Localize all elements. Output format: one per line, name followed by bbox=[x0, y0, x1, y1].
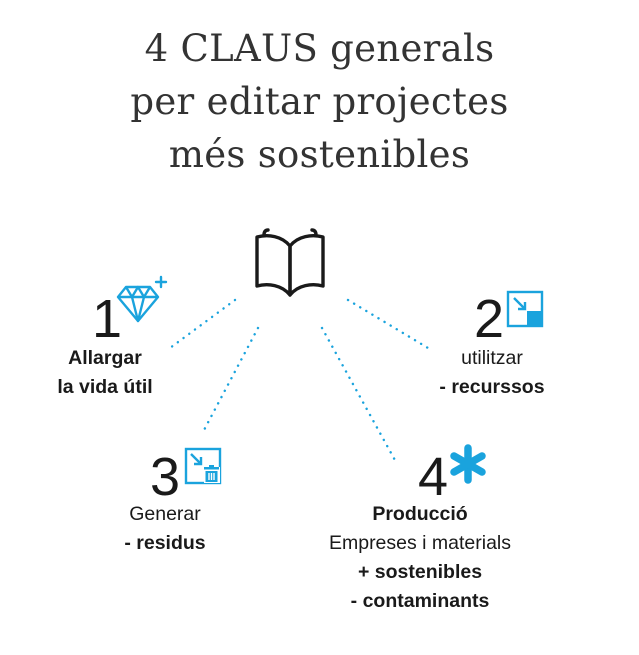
key-2-number: 2 bbox=[474, 289, 505, 349]
diamond-plus-icon bbox=[116, 275, 168, 323]
trash-arrow-icon bbox=[184, 447, 222, 485]
open-book-icon bbox=[255, 228, 325, 297]
title-line-3: més sostenibles bbox=[168, 133, 471, 176]
connector-1 bbox=[168, 298, 237, 350]
key-3-number: 3 bbox=[150, 447, 181, 507]
key-1-label: Allargar la vida útil bbox=[57, 347, 153, 398]
resize-square-icon bbox=[506, 290, 544, 328]
diagram-title: 4 CLAUS generals per editar projectes mé… bbox=[0, 22, 639, 181]
key-3-label: Generar - residus bbox=[124, 503, 206, 554]
title-line-2: per editar projectes bbox=[130, 80, 509, 123]
asterisk-icon bbox=[450, 444, 486, 484]
key-2-label: utilitzar - recurssos bbox=[439, 347, 545, 398]
connector-2 bbox=[346, 298, 430, 350]
connector-4 bbox=[320, 326, 398, 464]
key-4-number: 4 bbox=[418, 447, 449, 507]
key-1-number: 1 bbox=[92, 289, 123, 349]
title-line-1: 4 CLAUS generals bbox=[144, 27, 495, 70]
connector-3 bbox=[201, 326, 260, 434]
key-4-label: Producció Empreses i materials + sosteni… bbox=[328, 503, 512, 612]
